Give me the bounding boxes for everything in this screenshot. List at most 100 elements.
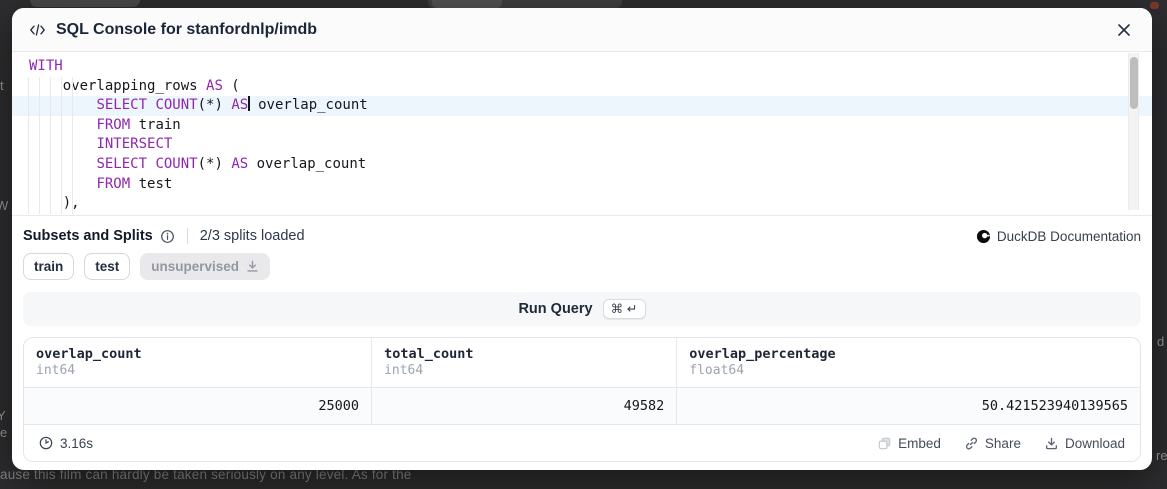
- sql-text: overlap_count: [249, 97, 368, 114]
- sql-text: (: [222, 77, 240, 94]
- share-button[interactable]: Share: [965, 436, 1021, 451]
- download-label: Download: [1064, 435, 1125, 451]
- indent-guide: [61, 77, 62, 214]
- split-chip-test[interactable]: test: [84, 253, 131, 280]
- indent-guide: [28, 77, 29, 214]
- info-icon[interactable]: [160, 229, 175, 244]
- indent-guide: [39, 77, 40, 214]
- split-chip-train[interactable]: train: [23, 253, 75, 280]
- code-icon: [29, 23, 46, 37]
- results-data-row: 25000 49582 50.421523940139565: [24, 387, 1140, 424]
- background-dataset-text: ause this film can hardly be taken serio…: [0, 467, 412, 482]
- embed-label: Embed: [898, 435, 941, 451]
- run-query-label: Run Query: [518, 301, 593, 317]
- results-header-row: overlap_count int64 total_count int64 ov…: [24, 338, 1140, 387]
- chip-label: train: [34, 259, 64, 274]
- keyboard-shortcut-badge: ⌘ ↵: [602, 299, 646, 319]
- results-actions: Embed Share: [878, 436, 1125, 451]
- background-text-fragment: d: [1157, 334, 1165, 349]
- column-header-overlap-count: overlap_count int64: [24, 338, 371, 387]
- sql-editor[interactable]: WITH overlapping_rows AS ( SELECT COUNT(…: [12, 52, 1152, 216]
- column-name: overlap_percentage: [689, 346, 836, 362]
- code-line[interactable]: ),: [12, 194, 1152, 214]
- split-chip-unsupervised[interactable]: unsupervised: [140, 253, 271, 280]
- clock-icon: [39, 436, 53, 450]
- sql-text: (*): [197, 155, 232, 172]
- sql-keyword: COUNT: [155, 97, 198, 114]
- sql-text: train: [130, 116, 181, 133]
- results-table: overlap_count int64 total_count int64 ov…: [23, 337, 1141, 462]
- sql-text: test: [130, 175, 173, 192]
- subsets-row: Subsets and Splits 2/3 splits loaded: [23, 225, 1141, 247]
- column-name: overlap_count: [36, 346, 142, 362]
- code-line[interactable]: SELECT COUNT(*) AS overlap_count: [12, 96, 1152, 116]
- subsets-label: Subsets and Splits: [23, 228, 153, 244]
- sql-keyword: AS: [231, 97, 249, 114]
- background-element: [30, 0, 140, 7]
- background-element: [432, 0, 502, 8]
- code-line[interactable]: WITH: [12, 57, 1152, 77]
- column-type: int64: [36, 363, 76, 378]
- column-header-total-count: total_count int64: [371, 338, 676, 387]
- splits-chip-row: train test unsupervised: [23, 253, 1141, 280]
- sql-console-modal: SQL Console for stanfordnlp/imdb WITH ov…: [12, 8, 1152, 470]
- download-button[interactable]: Download: [1045, 436, 1125, 451]
- sql-keyword: AS: [206, 77, 223, 94]
- background-text-fragment: W: [0, 198, 9, 213]
- sql-keyword: SELECT: [96, 97, 148, 114]
- sql-text: (*): [197, 97, 232, 114]
- background-text-fragment: t: [0, 78, 4, 93]
- sql-keyword: WITH: [29, 58, 63, 74]
- code-line[interactable]: SELECT COUNT(*) AS overlap_count: [12, 155, 1152, 175]
- sql-keyword: AS: [231, 155, 249, 172]
- sql-text: overlap_count: [248, 155, 367, 172]
- sql-keyword: INTERSECT: [96, 136, 173, 153]
- modal-title: SQL Console for stanfordnlp/imdb: [56, 20, 318, 38]
- download-icon: [246, 260, 259, 273]
- editor-scrollbar-thumb[interactable]: [1130, 57, 1138, 109]
- divider: [186, 228, 188, 244]
- results-footer: 3.16s Embed: [24, 424, 1140, 461]
- background-text-fragment: re: [1156, 448, 1167, 463]
- column-header-overlap-percentage: overlap_percentage float64: [676, 338, 1140, 387]
- query-duration-value: 3.16s: [60, 435, 94, 451]
- text-cursor: [248, 96, 250, 112]
- embed-icon: [878, 437, 891, 450]
- cell-overlap-count: 25000: [318, 398, 360, 414]
- splits-loaded-status: 2/3 splits loaded: [199, 228, 305, 244]
- chip-label: test: [95, 259, 120, 274]
- code-line[interactable]: INTERSECT: [12, 135, 1152, 155]
- indent-guide: [72, 77, 73, 214]
- sql-keyword: FROM: [96, 175, 131, 192]
- embed-button[interactable]: Embed: [878, 436, 941, 451]
- close-icon[interactable]: [1113, 19, 1135, 41]
- share-label: Share: [984, 435, 1021, 451]
- modal-header: SQL Console for stanfordnlp/imdb: [12, 8, 1152, 52]
- sql-editor-lines: WITH overlapping_rows AS ( SELECT COUNT(…: [12, 57, 1152, 214]
- duckdb-documentation-link[interactable]: DuckDB Documentation: [976, 229, 1141, 244]
- run-query-button[interactable]: Run Query ⌘ ↵: [23, 292, 1141, 326]
- sql-text: ),: [29, 195, 80, 212]
- duckdb-logo-icon: [976, 229, 991, 244]
- background-element: [1150, 2, 1159, 9]
- query-duration: 3.16s: [39, 436, 93, 451]
- background-text-fragment: Y: [0, 408, 6, 423]
- sql-keyword: FROM: [96, 116, 131, 133]
- console-body: Subsets and Splits 2/3 splits loaded: [12, 216, 1152, 470]
- code-line[interactable]: FROM train: [12, 116, 1152, 136]
- column-type: float64: [689, 363, 745, 378]
- code-line[interactable]: overlapping_rows AS (: [12, 77, 1152, 97]
- editor-scrollbar-track[interactable]: [1128, 53, 1139, 210]
- sql-keyword: SELECT: [96, 155, 148, 172]
- column-name: total_count: [384, 346, 474, 362]
- indent-guide: [50, 77, 51, 214]
- cell-overlap-percentage: 50.421523940139565: [676, 388, 1140, 424]
- column-type: int64: [384, 363, 424, 378]
- background-text-fragment: e: [0, 425, 8, 440]
- sql-keyword: COUNT: [155, 155, 198, 172]
- background-element: [428, 0, 622, 8]
- code-line[interactable]: FROM test: [12, 175, 1152, 195]
- cell-total-count: 49582: [371, 388, 676, 424]
- sql-text: overlapping_rows: [29, 77, 207, 94]
- duckdb-documentation-label: DuckDB Documentation: [996, 228, 1141, 244]
